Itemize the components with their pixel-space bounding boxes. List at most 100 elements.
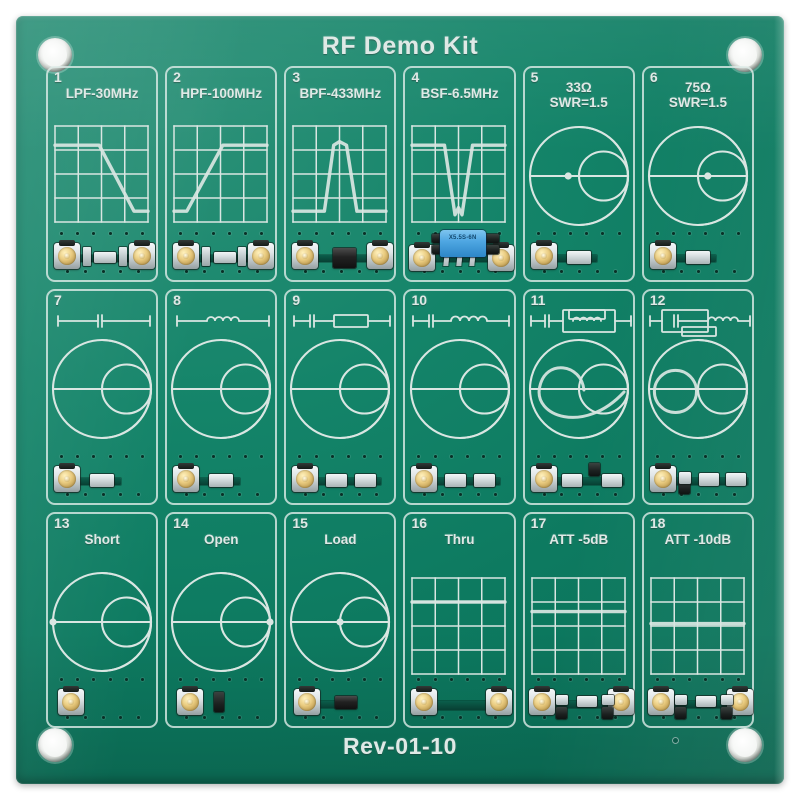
smith-chart-5 xyxy=(527,120,631,232)
panel-label: Open xyxy=(167,532,275,547)
rf-connector xyxy=(528,686,555,715)
via xyxy=(304,270,308,273)
via xyxy=(617,678,621,681)
via xyxy=(569,455,573,458)
smd-component xyxy=(566,251,591,264)
via xyxy=(613,493,617,496)
rf-connector xyxy=(58,686,84,715)
att-shunt-resistor xyxy=(721,707,733,719)
mounting-hole-bottom-left xyxy=(38,728,72,762)
via xyxy=(83,493,87,496)
schematic-symbol-capacitor-resistor xyxy=(290,307,392,337)
via xyxy=(179,455,183,458)
via xyxy=(66,270,69,273)
via xyxy=(339,270,343,273)
connector-tab xyxy=(178,463,195,469)
via xyxy=(617,232,621,235)
via xyxy=(417,232,421,235)
via xyxy=(220,493,224,496)
via xyxy=(363,678,367,681)
filter-ic xyxy=(332,248,356,268)
via xyxy=(202,270,206,273)
panel-10[interactable]: 10 xyxy=(403,289,516,505)
smith-chart-9 xyxy=(288,333,392,453)
panel-number: 16 xyxy=(411,515,428,531)
via xyxy=(202,493,206,496)
rf-connector xyxy=(411,686,438,715)
via xyxy=(137,270,140,273)
via xyxy=(720,455,724,458)
component-area-5 xyxy=(527,230,631,276)
component-area-9 xyxy=(288,453,392,499)
smd-component xyxy=(326,474,348,487)
panel-9[interactable]: 9 xyxy=(284,289,397,505)
via xyxy=(466,455,470,458)
via xyxy=(736,455,740,458)
via xyxy=(76,232,80,235)
rf-connector xyxy=(294,686,321,715)
via xyxy=(357,716,361,719)
panel-label-line: ATT -10dB xyxy=(664,532,732,547)
panel-8[interactable]: 8 xyxy=(165,289,278,505)
connector-tab xyxy=(134,240,150,246)
via xyxy=(417,678,421,681)
via xyxy=(661,716,665,719)
via xyxy=(119,493,123,496)
via xyxy=(375,493,379,496)
via xyxy=(458,716,462,719)
rf-connector xyxy=(177,686,204,715)
via xyxy=(322,716,326,719)
via xyxy=(560,270,564,273)
smd-component xyxy=(474,474,496,487)
smd-component xyxy=(213,692,224,712)
panel-label-line: BPF-433MHz xyxy=(299,86,382,101)
via xyxy=(536,678,540,681)
panel-number: 4 xyxy=(411,69,420,85)
via xyxy=(298,455,302,458)
via xyxy=(715,716,719,719)
schematic-symbol-series-capacitor xyxy=(52,307,152,337)
via xyxy=(542,716,546,719)
via xyxy=(482,455,486,458)
smd-component xyxy=(685,251,710,264)
panel-12[interactable]: 12 xyxy=(641,289,754,505)
via xyxy=(375,716,379,719)
via xyxy=(137,493,140,496)
panel-label-line: BSF-6.5MHz xyxy=(420,86,499,101)
smd-component xyxy=(431,245,446,254)
via xyxy=(423,493,427,496)
via xyxy=(595,716,599,719)
via xyxy=(498,455,502,458)
component-area-15 xyxy=(288,676,392,722)
smd-component xyxy=(445,474,467,487)
connector-tab xyxy=(414,242,431,248)
connector-tab xyxy=(731,686,748,692)
connector-tab xyxy=(533,686,550,692)
via xyxy=(179,232,183,235)
via xyxy=(260,455,264,458)
via xyxy=(314,678,318,681)
rf-connector xyxy=(649,463,676,492)
response-plot-2 xyxy=(172,125,269,223)
panel-11[interactable]: 11 xyxy=(522,289,635,505)
via xyxy=(60,678,63,681)
smith-chart-8 xyxy=(169,333,273,453)
panel-7[interactable]: 7 xyxy=(46,289,159,505)
via xyxy=(243,678,247,681)
via xyxy=(60,232,63,235)
via xyxy=(357,493,361,496)
